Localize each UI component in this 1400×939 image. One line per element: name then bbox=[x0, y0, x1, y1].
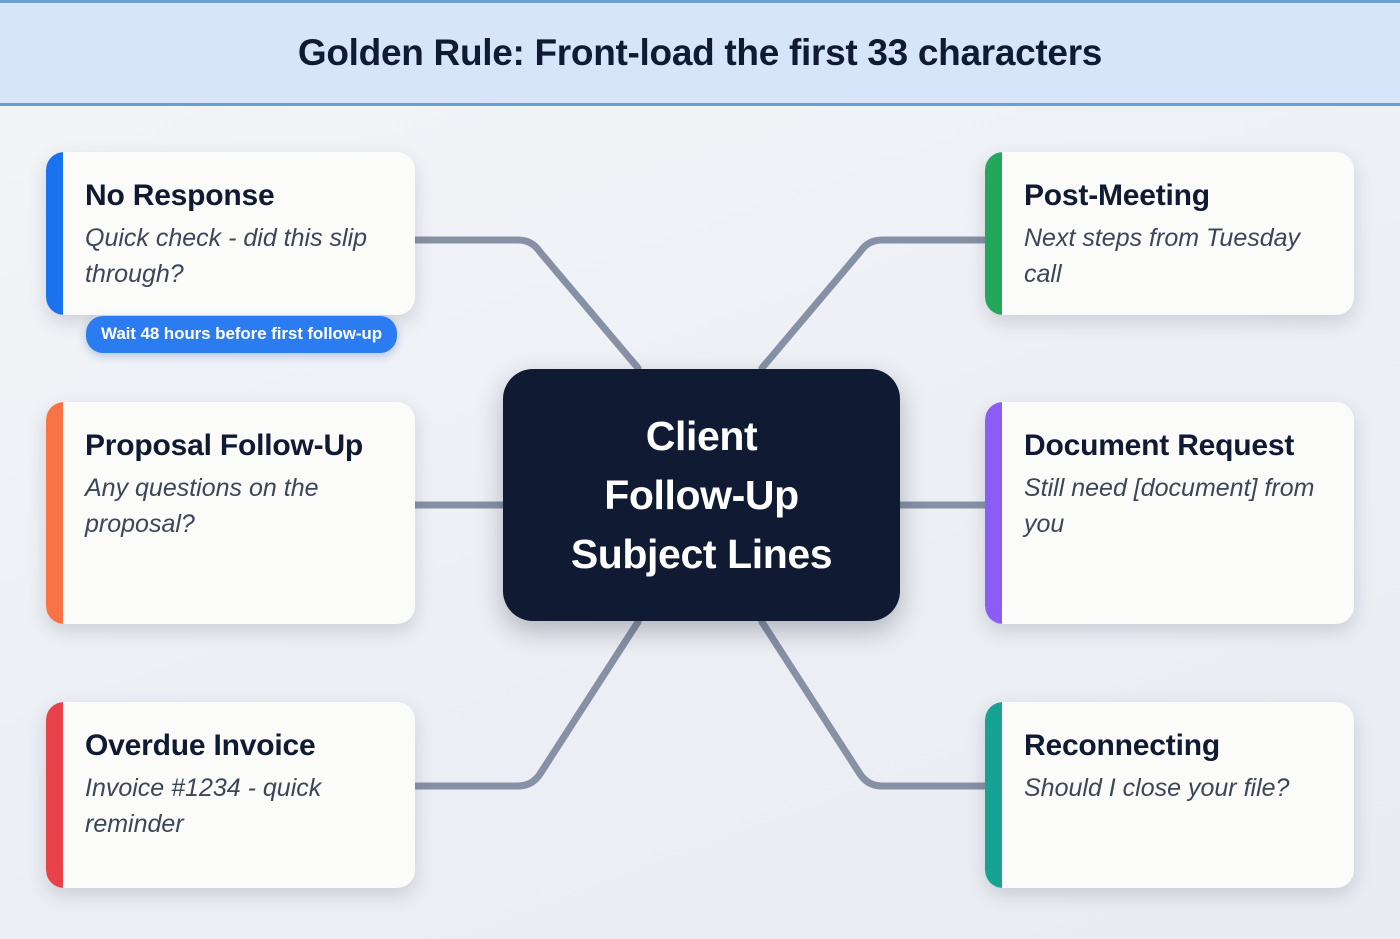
card-body-reconnecting: Reconnecting Should I close your file? bbox=[1002, 702, 1354, 888]
connector-invoice bbox=[411, 618, 642, 790]
branch-card-reconnecting[interactable]: Reconnecting Should I close your file? bbox=[985, 702, 1354, 888]
header-banner: Golden Rule: Front-load the first 33 cha… bbox=[0, 0, 1400, 106]
card-subtitle-post-meeting: Next steps from Tuesday call bbox=[1024, 224, 1301, 288]
branch-card-no-response[interactable]: No Response Quick check - did this slip … bbox=[46, 152, 415, 315]
tip-badge: Wait 48 hours before first follow-up bbox=[86, 316, 398, 353]
connector-post-meeting bbox=[758, 236, 989, 372]
center-node-line-1: Client bbox=[645, 412, 758, 459]
accent-bar-document-request bbox=[985, 402, 1002, 624]
page-title: Golden Rule: Front-load the first 33 cha… bbox=[297, 32, 1103, 73]
card-body-no-response: No Response Quick check - did this slip … bbox=[63, 152, 415, 315]
card-title-overdue-invoice: Overdue Invoice bbox=[85, 729, 316, 762]
card-subtitle-document-request: Still need [document] from you bbox=[1024, 474, 1315, 538]
branch-card-document-request[interactable]: Document Request Still need [document] f… bbox=[985, 402, 1354, 624]
card-body-proposal: Proposal Follow-Up Any questions on the … bbox=[63, 402, 415, 624]
branch-card-post-meeting[interactable]: Post-Meeting Next steps from Tuesday cal… bbox=[985, 152, 1354, 315]
card-subtitle-reconnecting: Should I close your file? bbox=[1024, 774, 1290, 802]
card-subtitle-overdue-invoice: Invoice #1234 - quick reminder bbox=[85, 774, 322, 838]
card-body-document-request: Document Request Still need [document] f… bbox=[1002, 402, 1354, 624]
card-title-proposal: Proposal Follow-Up bbox=[85, 429, 364, 462]
center-node[interactable]: Client Follow-Up Subject Lines bbox=[503, 369, 900, 621]
connector-reconnect bbox=[758, 618, 989, 790]
card-title-document-request: Document Request bbox=[1024, 429, 1295, 462]
card-title-reconnecting: Reconnecting bbox=[1024, 729, 1220, 762]
accent-bar-proposal bbox=[46, 402, 63, 624]
branch-card-proposal[interactable]: Proposal Follow-Up Any questions on the … bbox=[46, 402, 415, 624]
accent-bar-reconnecting bbox=[985, 702, 1002, 888]
card-title-no-response: No Response bbox=[85, 179, 275, 212]
connector-no-response bbox=[411, 236, 642, 372]
card-body-post-meeting: Post-Meeting Next steps from Tuesday cal… bbox=[1002, 152, 1354, 315]
branch-card-overdue-invoice[interactable]: Overdue Invoice Invoice #1234 - quick re… bbox=[46, 702, 415, 888]
accent-bar-no-response bbox=[46, 152, 63, 315]
card-subtitle-no-response: Quick check - did this slip through? bbox=[85, 224, 368, 288]
accent-bar-post-meeting bbox=[985, 152, 1002, 315]
card-subtitle-proposal: Any questions on the proposal? bbox=[85, 474, 319, 538]
card-title-post-meeting: Post-Meeting bbox=[1024, 179, 1210, 212]
center-node-line-2: Follow-Up bbox=[604, 471, 799, 518]
card-body-overdue-invoice: Overdue Invoice Invoice #1234 - quick re… bbox=[63, 702, 415, 888]
accent-bar-overdue-invoice bbox=[46, 702, 63, 888]
center-node-line-3: Subject Lines bbox=[570, 530, 833, 577]
